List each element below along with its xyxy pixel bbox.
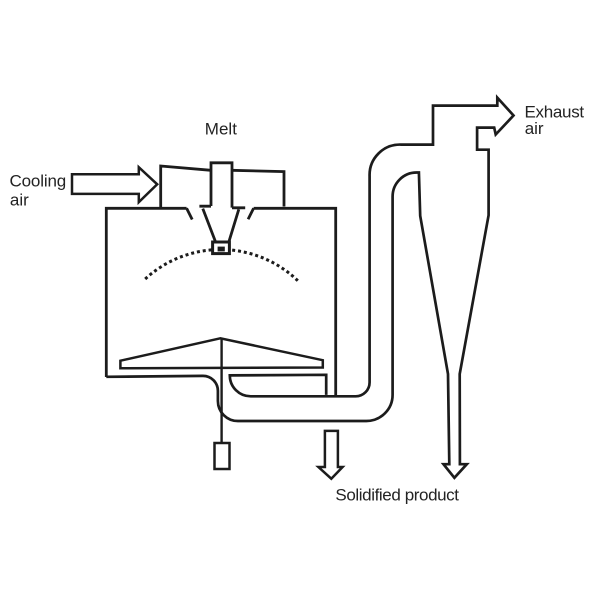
svg-text:Cooling: Cooling <box>10 172 67 191</box>
svg-text:Solidified product: Solidified product <box>335 486 459 505</box>
svg-text:air: air <box>10 190 29 209</box>
svg-text:Exhaust: Exhaust <box>525 103 585 122</box>
svg-text:air: air <box>525 119 544 138</box>
svg-text:Melt: Melt <box>205 120 237 139</box>
